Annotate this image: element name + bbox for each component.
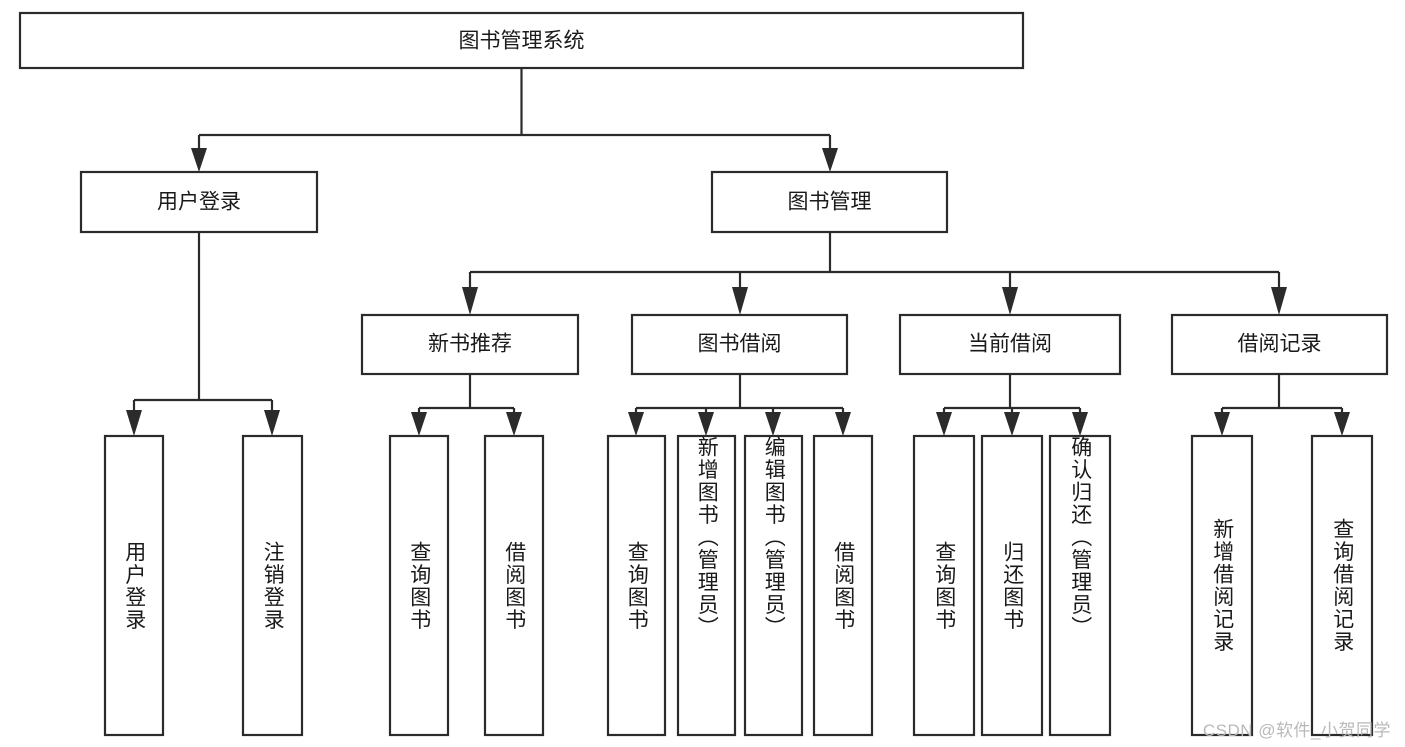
leaf-box-borrow-book-2[interactable] (812, 434, 874, 737)
arrowhead-leaf-query-book-3 (936, 412, 952, 436)
leaf-box-edit-book[interactable] (743, 434, 804, 737)
arrowhead-leaf-query-book-1 (411, 412, 427, 436)
leaf-box-query-record[interactable] (1310, 434, 1374, 737)
arrowhead-book-manage (822, 148, 838, 172)
connector-group-new-book-leaves (411, 374, 522, 436)
node-box-root[interactable] (18, 11, 1025, 70)
arrowhead-leaf-add-record (1214, 412, 1230, 436)
arrowhead-leaf-user-login (126, 410, 142, 436)
arrowhead-leaf-borrow-book-1 (506, 412, 522, 436)
leaf-box-query-book-3[interactable] (912, 434, 976, 737)
csdn-watermark: CSDN @软件_小贺同学 (1202, 721, 1391, 740)
node-box-borrow-records[interactable] (1170, 313, 1389, 376)
arrowhead-leaf-add-book (698, 412, 714, 436)
leaf-box-query-book-1[interactable] (388, 434, 450, 737)
leaf-box-add-book[interactable] (676, 434, 737, 737)
node-box-new-book-rec[interactable] (360, 313, 580, 376)
arrowhead-leaf-borrow-book-2 (835, 412, 851, 436)
node-box-book-borrow[interactable] (630, 313, 849, 376)
arrowhead-current (1002, 287, 1018, 315)
node-label-book-borrow: 图书借阅 (698, 333, 782, 356)
node-box-book-manage[interactable] (710, 170, 949, 234)
node-label-current-borrow: 当前借阅 (968, 333, 1052, 356)
leaf-box-query-book-2[interactable] (606, 434, 667, 737)
connector-group-records-leaves (1214, 374, 1350, 436)
node-label-borrow-records: 借阅记录 (1238, 333, 1322, 356)
leaf-box-user-login[interactable] (103, 434, 165, 737)
connector-group-borrow-leaves (628, 374, 851, 436)
node-label-book-manage: 图书管理 (788, 191, 872, 214)
connector-group-root-to-level2 (191, 68, 838, 172)
connector-group-current-leaves (936, 374, 1088, 436)
arrowhead-leaf-logout (264, 410, 280, 436)
connector-group-booking-to-level3 (462, 232, 1287, 315)
arrowhead-borrow (732, 287, 748, 315)
arrowhead-new-book (462, 287, 478, 315)
node-label-root: 图书管理系统 (459, 30, 585, 53)
leaf-box-logout[interactable] (241, 434, 304, 737)
node-label-user-login: 用户登录 (157, 191, 241, 214)
arrowhead-leaf-confirm-return (1072, 412, 1088, 436)
arrowhead-leaf-query-record (1334, 412, 1350, 436)
arrowhead-leaf-query-book-2 (628, 412, 644, 436)
connector-group-user-login-leaves (126, 232, 280, 436)
arrowhead-records (1271, 287, 1287, 315)
leaf-box-confirm-return[interactable] (1048, 434, 1112, 737)
node-label-new-book-rec: 新书推荐 (428, 333, 512, 356)
node-box-current-borrow[interactable] (898, 313, 1122, 376)
arrowhead-user-login (191, 148, 207, 172)
arrowhead-leaf-return-book (1004, 412, 1020, 436)
leaf-box-borrow-book-1[interactable] (483, 434, 545, 737)
node-box-user-login[interactable] (79, 170, 319, 234)
leaf-box-return-book[interactable] (980, 434, 1044, 737)
leaf-box-add-record[interactable] (1190, 434, 1254, 737)
arrowhead-leaf-edit-book (765, 412, 781, 436)
